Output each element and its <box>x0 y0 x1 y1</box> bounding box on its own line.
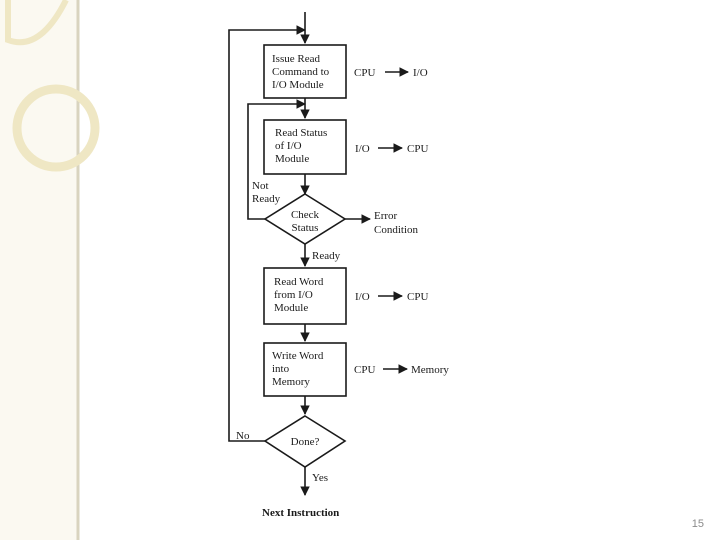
transfer-write-to: Memory <box>411 364 449 376</box>
ring-decoration <box>12 84 100 172</box>
error-line-1: Error <box>374 210 398 222</box>
read-status-box <box>263 119 347 175</box>
page-number: 15 <box>691 518 704 530</box>
check-status-diamond <box>263 193 347 245</box>
read-status-line-3: Module <box>275 153 309 165</box>
read-status-line-1: Read Status <box>275 127 327 139</box>
done-diamond <box>263 415 347 468</box>
not-ready-line-1: Not <box>252 180 269 192</box>
write-word-line-3: Memory <box>272 376 310 388</box>
not-ready-line-2: Ready <box>252 193 281 205</box>
transfer-issue-from: CPU <box>354 67 375 79</box>
ready-label: Ready <box>312 250 341 262</box>
check-status-line-1: Check <box>291 209 320 221</box>
yes-label: Yes <box>312 472 328 484</box>
next-instruction-label: Next Instruction <box>262 507 339 519</box>
done-label: Done? <box>291 436 320 448</box>
top-arc-decoration <box>5 0 69 46</box>
issue-read-box <box>263 44 347 99</box>
transfer-write-from: CPU <box>354 364 375 376</box>
read-word-line-2: from I/O <box>274 289 313 301</box>
write-word-box <box>263 342 347 397</box>
transfer-status-to: CPU <box>407 143 428 155</box>
read-status-line-2: of I/O <box>275 140 302 152</box>
write-word-line-2: into <box>272 363 290 375</box>
issue-read-line-2: Command to <box>272 66 330 78</box>
read-word-box <box>263 267 347 325</box>
transfer-readword-from: I/O <box>355 291 370 303</box>
no-label: No <box>236 430 250 442</box>
transfer-readword-to: CPU <box>407 291 428 303</box>
read-word-line-3: Module <box>274 302 308 314</box>
issue-read-line-1: Issue Read <box>272 53 320 65</box>
transfer-issue-to: I/O <box>413 67 428 79</box>
check-status-line-2: Status <box>292 222 319 234</box>
read-word-line-1: Read Word <box>274 276 324 288</box>
no-loop-arrow <box>228 25 306 442</box>
not-ready-loop-arrow <box>247 99 306 220</box>
error-line-2: Condition <box>374 224 419 236</box>
issue-read-line-3: I/O Module <box>272 79 324 91</box>
transfer-status-from: I/O <box>355 143 370 155</box>
write-word-line-1: Write Word <box>272 350 324 362</box>
